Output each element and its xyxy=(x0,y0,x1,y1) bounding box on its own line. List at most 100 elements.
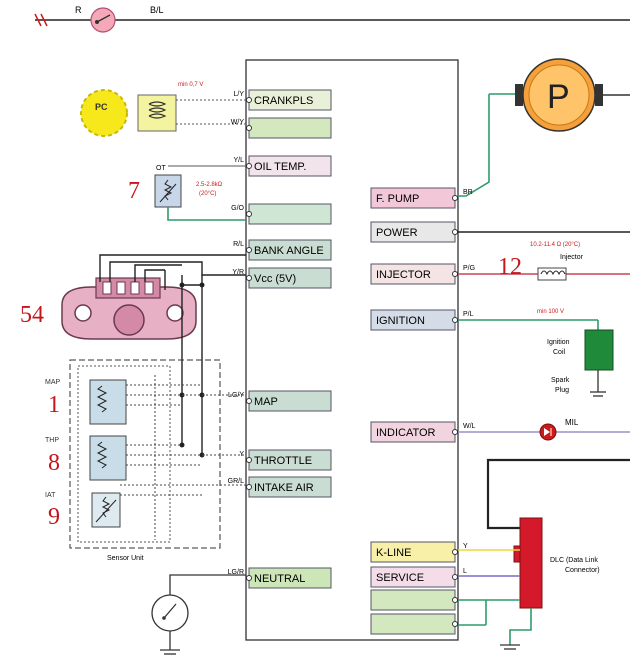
dlc-connector: DLC (Data Link Connector) xyxy=(458,458,630,650)
right-pin-3: IGNITION P/L xyxy=(370,309,474,331)
pin-wire-code: R/L xyxy=(233,241,244,248)
left-pin-1: W/Y xyxy=(231,117,332,139)
sensor-unit-label: Sensor Unit xyxy=(107,555,144,562)
pin-terminal xyxy=(246,163,252,169)
pin-label: OIL TEMP. xyxy=(254,161,306,173)
pin-terminal xyxy=(246,211,252,217)
ignition-spec: min 100 V xyxy=(537,309,564,315)
pin-label: MAP xyxy=(254,396,278,408)
pin-terminal xyxy=(246,125,252,131)
pin-terminal xyxy=(246,484,252,490)
pin-terminal xyxy=(246,398,252,404)
pin-label: K-LINE xyxy=(376,547,411,559)
pin-terminal xyxy=(246,457,252,463)
right-pin-2: INJECTOR P/G xyxy=(370,263,475,285)
pin-box xyxy=(248,203,332,225)
pin-terminal xyxy=(452,195,458,201)
spark-plug-label-2: Plug xyxy=(555,387,569,394)
ot-label: OT xyxy=(156,165,166,172)
pin-label: BANK ANGLE xyxy=(254,245,324,257)
neutral-switch xyxy=(151,574,246,655)
wire-label-bl: B/L xyxy=(150,5,164,15)
dlc-label-1: DLC (Data Link xyxy=(550,557,598,564)
pin-terminal xyxy=(452,574,458,580)
left-pin-5: Vcc (5V) Y/R xyxy=(232,267,332,289)
injector: 10.2-11.4 Ω (20°C) Injector xyxy=(458,242,630,281)
oil-spec-2: (20°C) xyxy=(199,191,216,197)
pin-label: INTAKE AIR xyxy=(254,482,314,494)
pulse-coil: PC min 0,7 V xyxy=(80,82,246,137)
ecu-left-pins: CRANKPLS L/Y W/Y OIL TEMP.Y/L G/O BANK ANGLE R… xyxy=(228,89,332,589)
pin-terminal xyxy=(452,597,458,603)
pin-terminal xyxy=(246,575,252,581)
pin-wire-code: GR/L xyxy=(228,478,244,485)
pin-label: SERVICE xyxy=(376,572,424,584)
pin-wire-code: P/L xyxy=(463,311,474,318)
pin-label: THROTTLE xyxy=(254,455,312,467)
thp-label: THP xyxy=(45,437,59,444)
left-pin-4: BANK ANGLE R/L xyxy=(233,239,332,261)
oil-spec-1: 2.5-2.8kΩ xyxy=(196,182,223,188)
pin-label: INJECTOR xyxy=(376,269,431,281)
left-pin-6: MAP LG/Y xyxy=(228,390,332,412)
injector-spec: 10.2-11.4 Ω (20°C) xyxy=(530,242,580,248)
number-8: 8 xyxy=(48,450,60,476)
pin-wire-code: L xyxy=(463,568,467,575)
pin-terminal xyxy=(246,247,252,253)
spark-plug-label-1: Spark xyxy=(551,377,570,384)
number-7: 7 xyxy=(128,178,140,204)
pin-terminal xyxy=(246,97,252,103)
mil-lamp: MIL xyxy=(458,418,630,441)
pin-terminal xyxy=(246,275,252,281)
injector-label: Injector xyxy=(560,254,584,261)
switch-icon xyxy=(90,7,116,33)
right-pin-1: POWER xyxy=(370,221,458,243)
pin-box xyxy=(370,613,456,635)
pin-label: INDICATOR xyxy=(376,427,436,439)
pin-label: CRANKPLS xyxy=(254,95,313,107)
dlc-label-2: Connector) xyxy=(565,567,600,574)
connector-wiring xyxy=(99,254,246,455)
right-pin-5: K-LINE Y xyxy=(370,541,468,563)
bank-angle-connector xyxy=(61,277,197,340)
sensor-unit: Sensor Unit xyxy=(69,359,221,562)
pin-label: NEUTRAL xyxy=(254,573,305,585)
left-pin-7: THROTTLE Y xyxy=(239,449,332,471)
number-54: 54 xyxy=(20,302,44,328)
pin-wire-code: LG/R xyxy=(228,569,244,576)
pin-wire-code: G/O xyxy=(231,205,244,212)
number-9: 9 xyxy=(48,504,60,530)
ignition-coil-label-2: Coil xyxy=(553,349,566,356)
pin-terminal xyxy=(452,271,458,277)
left-pin-3: G/O xyxy=(231,203,332,225)
pin-label: Vcc (5V) xyxy=(254,273,296,285)
pin-terminal xyxy=(452,429,458,435)
left-pin-9: NEUTRAL LG/R xyxy=(228,567,332,589)
left-pin-0: CRANKPLS L/Y xyxy=(233,89,332,111)
pin-label: POWER xyxy=(376,227,418,239)
pin-wire-code: P/G xyxy=(463,265,475,272)
pin-label: F. PUMP xyxy=(376,193,419,205)
wire-label-r: R xyxy=(75,5,82,15)
pin-label: IGNITION xyxy=(376,315,425,327)
pin-box xyxy=(370,589,456,611)
pin-wire-code: W/Y xyxy=(231,119,245,126)
pin-wire-code: LG/Y xyxy=(228,392,244,399)
number-12: 12 xyxy=(498,254,522,280)
pc-label: PC xyxy=(95,102,108,112)
pin-terminal xyxy=(452,317,458,323)
mil-label: MIL xyxy=(565,418,579,427)
pin-wire-code: Y xyxy=(239,451,244,458)
pump-icon: P xyxy=(547,78,570,116)
pin-wire-code: Y/R xyxy=(232,269,244,276)
pin-wire-code: Y xyxy=(463,543,468,550)
pin-wire-code: L/Y xyxy=(233,91,244,98)
reference-numbers: 7 54 1 8 9 12 xyxy=(20,178,522,530)
oil-temp-sensor: OT 2.5-2.8kΩ (20°C) xyxy=(154,165,246,221)
map-label: MAP xyxy=(45,379,61,386)
top-wire: R B/L xyxy=(34,5,630,33)
left-pin-2: OIL TEMP.Y/L xyxy=(233,155,332,177)
